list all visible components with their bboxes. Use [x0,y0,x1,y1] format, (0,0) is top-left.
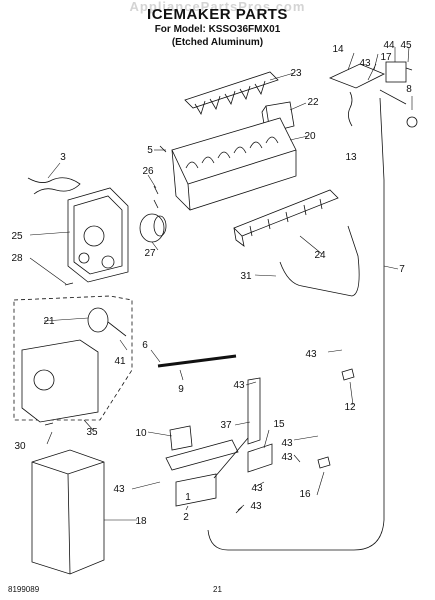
part-35-assembly [13,295,133,423]
callout-14: 14 [332,44,344,55]
callout-43: 43 [359,58,371,69]
callout-23: 23 [290,68,302,79]
callout-25: 25 [11,231,23,242]
model-label: For Model: KSSO36FMX01 [154,24,281,35]
callout-43-4: 43 [281,438,293,449]
callout-35: 35 [86,427,98,438]
part-10-water-valve [165,425,249,507]
callout-22: 22 [307,97,319,108]
callout-27: 27 [144,248,156,259]
callout-5: 5 [147,145,153,156]
callout-28: 28 [11,253,23,264]
callout-13: 13 [345,152,357,163]
part-14-bracket [328,61,418,128]
callout-24: 24 [314,250,326,261]
part-12-nut [341,368,355,381]
page-title: ICEMAKER PARTS [147,6,288,23]
part-25-control-housing [67,187,129,283]
callout-15: 15 [273,419,285,430]
callout-7: 7 [399,264,405,275]
screws [44,145,243,514]
callout-18: 18 [135,516,147,527]
part-27-motor [139,213,167,243]
callout-16: 16 [299,489,311,500]
callout-26: 26 [142,166,154,177]
callout-17: 17 [380,52,392,63]
callout-3: 3 [60,152,66,163]
callout-44: 44 [383,40,395,51]
callout-37: 37 [220,420,232,431]
part-31-shutoff-arm [279,225,360,297]
callout-43-6: 43 [113,484,125,495]
document-number: 8199089 [8,585,40,594]
callout-labels: 1235678910121314151617182021222324252627… [11,40,412,527]
callout-12: 12 [344,402,356,413]
part-24-rack [233,189,339,247]
page-number: 21 [213,585,222,594]
part-9-fill-tube [157,354,237,368]
part-7-water-tube [207,97,385,551]
callout-41: 41 [114,356,126,367]
callout-8: 8 [406,84,412,95]
callout-43-3: 43 [233,380,245,391]
callout-9: 9 [178,384,184,395]
part-37-bracket [247,377,261,445]
callout-30: 30 [14,441,26,452]
callout-6: 6 [142,340,148,351]
callout-43-5: 43 [281,452,293,463]
callout-21: 21 [43,316,55,327]
watermark: AppliancePartsPros.com [129,0,306,14]
part-20-mold [171,117,297,211]
callout-31: 31 [240,271,252,282]
callout-20: 20 [304,131,316,142]
part-18-box [31,449,105,575]
callout-2: 2 [183,512,189,523]
callout-10: 10 [135,428,147,439]
part-15-clamp [247,443,273,473]
part-3-harness [27,177,81,195]
callout-1: 1 [185,492,191,503]
part-16-nut [317,456,331,469]
part-23-ejector [184,71,279,115]
callout-43-2: 43 [305,349,317,360]
callout-43-7: 43 [250,501,262,512]
callout-43-8: 43 [251,483,263,494]
callout-45: 45 [400,40,412,51]
finish-label: (Etched Aluminum) [171,37,264,48]
